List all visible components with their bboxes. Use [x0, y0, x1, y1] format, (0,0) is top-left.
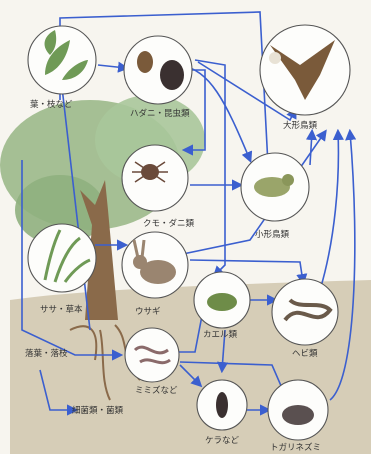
label-spiders: クモ・ダニ類 — [143, 218, 195, 229]
node-grass — [28, 224, 96, 292]
label-earthworm: ミミズなど — [135, 385, 178, 396]
label-leaves: 葉・枝など — [30, 99, 73, 110]
label-shrew: トガリネズミ — [270, 442, 321, 453]
node-large-birds — [260, 25, 350, 115]
label-grass: ササ・草本 — [40, 304, 83, 315]
node-snake — [272, 279, 338, 345]
label-cricket: ケラなど — [205, 436, 240, 446]
node-frog — [194, 272, 250, 328]
label-insects: ハダニ・昆虫類 — [130, 108, 190, 119]
node-leaves — [28, 26, 96, 94]
label-large-birds: 大形鳥類 — [283, 120, 318, 131]
node-insects — [124, 36, 192, 104]
label-small-birds: 小形鳥類 — [255, 229, 290, 240]
node-spiders — [122, 145, 188, 211]
label-rabbit: ウサギ — [135, 307, 161, 317]
node-rabbit — [122, 232, 188, 298]
label-snake: ヘビ類 — [292, 348, 318, 359]
node-earthworm — [125, 328, 179, 382]
label-microbes: 細菌類・菌類 — [72, 405, 124, 416]
node-shrew — [268, 380, 328, 440]
label-litter: 落葉・落枝 — [25, 348, 68, 359]
label-frog: カエル類 — [203, 329, 238, 340]
node-small-birds — [241, 153, 309, 221]
node-cricket — [197, 380, 247, 430]
